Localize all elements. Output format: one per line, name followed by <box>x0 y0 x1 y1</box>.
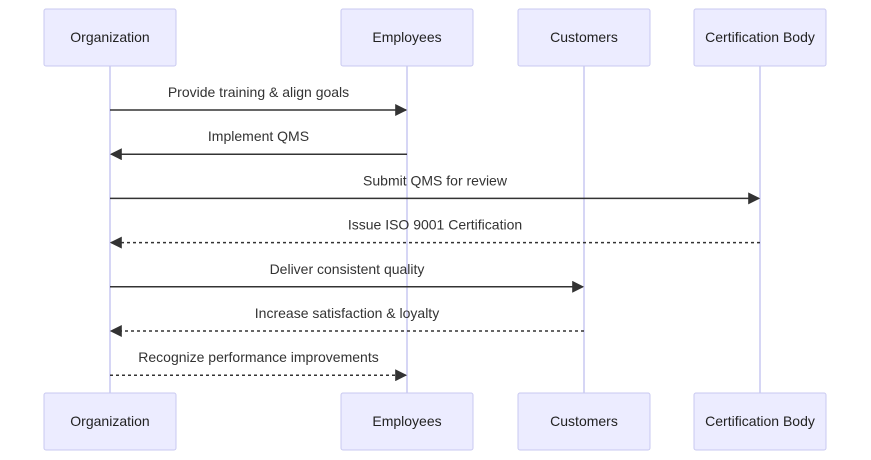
participant-emp-top: Employees <box>340 8 474 67</box>
message-1: Provide training & align goals <box>110 84 408 116</box>
message-label: Increase satisfaction & loyalty <box>255 305 439 321</box>
message-label: Deliver consistent quality <box>270 261 425 277</box>
participant-box <box>517 392 651 451</box>
lifelines <box>109 66 761 393</box>
participant-label: Customers <box>550 413 618 429</box>
messages: Provide training & align goalsImplement … <box>109 84 761 382</box>
message-6: Increase satisfaction & loyalty <box>109 305 584 337</box>
participant-cert-top: Certification Body <box>693 8 827 67</box>
message-5: Deliver consistent quality <box>110 261 585 293</box>
message-3: Submit QMS for review <box>110 172 761 205</box>
participant-box <box>43 392 177 451</box>
participant-emp-bottom: Employees <box>340 392 474 451</box>
message-7: Recognize performance improvements <box>110 349 408 382</box>
participant-label: Employees <box>372 413 441 429</box>
message-label: Submit QMS for review <box>363 172 508 188</box>
message-2: Implement QMS <box>109 128 407 161</box>
message-4: Issue ISO 9001 Certification <box>109 217 760 249</box>
message-label: Issue ISO 9001 Certification <box>348 217 522 233</box>
participant-org-bottom: Organization <box>43 392 177 451</box>
participant-label: Organization <box>70 29 149 45</box>
participant-box <box>340 392 474 451</box>
participant-box <box>340 8 474 67</box>
message-label: Implement QMS <box>208 128 309 144</box>
participant-label: Organization <box>70 413 149 429</box>
participant-cust-top: Customers <box>517 8 651 67</box>
message-label: Provide training & align goals <box>168 84 349 100</box>
participant-label: Certification Body <box>705 29 815 45</box>
participant-label: Employees <box>372 29 441 45</box>
participant-cust-bottom: Customers <box>517 392 651 451</box>
participant-box <box>43 8 177 67</box>
participant-label: Customers <box>550 29 618 45</box>
participant-org-top: Organization <box>43 8 177 67</box>
participant-label: Certification Body <box>705 413 815 429</box>
participants: OrganizationOrganizationEmployeesEmploye… <box>43 8 827 451</box>
participant-box <box>693 8 827 67</box>
participant-box <box>517 8 651 67</box>
participant-box <box>693 392 827 451</box>
participant-cert-bottom: Certification Body <box>693 392 827 451</box>
message-label: Recognize performance improvements <box>138 349 378 365</box>
